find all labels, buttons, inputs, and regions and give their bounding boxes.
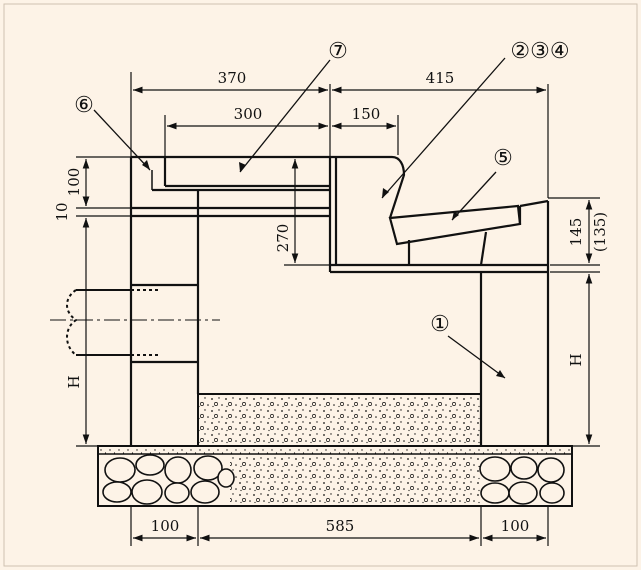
callout-7: ⑦ (328, 39, 348, 64)
dim-lid-height-alt: (135) (591, 212, 609, 252)
leader-arrow-1 (496, 370, 505, 378)
callout-6: ⑥ (74, 93, 94, 118)
dim-cover-gap: 10 (53, 202, 71, 221)
gravel-bed (197, 393, 482, 447)
leader-arrow-7 (239, 162, 246, 172)
dim-bottom-middle: 585 (326, 517, 355, 535)
callout-1: ① (430, 312, 450, 337)
leader-arrow-5 (452, 211, 459, 220)
grate (388, 199, 549, 266)
frame (3, 3, 638, 567)
leader-lines (93, 57, 506, 379)
rubble-stones-left (102, 454, 235, 505)
dim-height-left: H (65, 375, 83, 388)
dim-lid-height: 145 (567, 218, 585, 247)
foundation (97, 445, 573, 507)
dim-cover-height: 100 (65, 168, 83, 197)
dim-bottom-left: 100 (151, 517, 180, 535)
dim-inner-depth: 270 (274, 224, 292, 253)
dim-bottom-right: 100 (501, 517, 530, 535)
dim-height-right: H (567, 353, 585, 366)
dimension-lines (76, 72, 600, 546)
callout-234: ②③④ (510, 39, 569, 64)
lid-frame (328, 155, 548, 274)
dim-inner-width: 300 (234, 105, 263, 123)
right-wall (479, 201, 550, 446)
leader-arrow-234 (382, 188, 389, 198)
rubble-stones-right (479, 456, 565, 505)
inlet-pipe (50, 289, 220, 356)
callout-5: ⑤ (493, 146, 513, 171)
dim-top-right-width: 415 (426, 69, 455, 87)
dim-top-left-width: 370 (218, 69, 247, 87)
cover-plate (151, 155, 330, 192)
dim-lip-width: 150 (352, 105, 381, 123)
leader-arrow-6 (142, 160, 150, 170)
